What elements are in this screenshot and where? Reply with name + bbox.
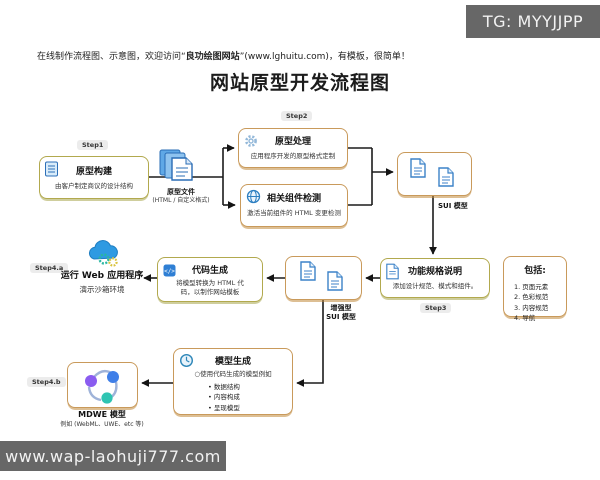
node-title: 原型处理 — [274, 137, 311, 147]
node-title: 原型构建 — [75, 167, 112, 177]
gear-icon — [244, 133, 258, 152]
document-icon — [327, 271, 343, 295]
mdwe-cycle-icon — [80, 365, 126, 411]
node-subtitle: 激活当前组件的 HTML 变更检测 — [247, 209, 341, 217]
file-format-text: (HTML / 自定义格式) — [152, 197, 210, 205]
model-gen-item: 数据结构 — [208, 382, 292, 392]
document-icon — [300, 261, 316, 285]
step2-label: Step2 — [281, 111, 313, 121]
cycle-clock-icon — [179, 353, 194, 372]
prototype-file-label: 原型文件 (HTML / 自定义格式) — [143, 188, 219, 205]
sui-model-label: SUI 模型 — [438, 202, 468, 210]
code-icon: </> — [163, 262, 176, 281]
node-includes: 包括: 1. 页面元素 2. 色彩规范 3. 内容规范 4. 导航 — [503, 256, 567, 322]
file-label-text: 原型文件 — [167, 188, 195, 196]
tg-watermark-badge: TG: MYYJJPP — [466, 5, 600, 38]
page-title: 网站原型开发流程图 — [209, 72, 390, 94]
node-title: 包括: — [524, 266, 546, 276]
node-sui-model — [397, 152, 472, 196]
node-component-check: 相关组件检测 激活当前组件的 HTML 变更检测 — [240, 184, 348, 227]
node-func-spec: 功能规格说明 添加设计规范、模式和组件。 — [380, 258, 490, 298]
include-item: 1. 页面元素 — [514, 283, 549, 291]
promo-site-name: 良功绘图网站 — [185, 52, 240, 62]
model-gen-item: 呈现模型 — [208, 403, 292, 413]
promo-prefix: 在线制作流程图、示意图，欢迎访问“ — [37, 52, 186, 62]
step1-label: Step1 — [77, 140, 109, 150]
node-subtitle: ○使用代码生成的模型例如 — [194, 370, 272, 378]
cloud-gears-icon — [84, 237, 124, 273]
document-icon — [410, 158, 426, 182]
node-title: 代码生成 — [191, 266, 228, 276]
step4b-label: Step4.b — [27, 377, 66, 387]
svg-text:</>: </> — [164, 268, 175, 275]
file-stack-icon — [156, 149, 202, 193]
node-title: 模型生成 — [214, 357, 251, 367]
node-subtitle: 添加设计规范、模式和组件。 — [392, 282, 478, 290]
node-model-gen: 模型生成 ○使用代码生成的模型例如 数据结构 内容构成 呈现模型 — [173, 348, 293, 415]
notepad-icon — [45, 161, 58, 181]
include-item: 4. 导航 — [514, 314, 536, 323]
enhanced-sui-label: 增强型 SUI 模型 — [326, 304, 356, 322]
document-icon — [386, 263, 399, 284]
node-subtitle: 由客户制定商议的设计结构 — [55, 182, 133, 190]
include-item: 3. 内容规范 — [514, 303, 549, 312]
node-subtitle: 将模型转换为 HTML 代码，以制作网站模板 — [176, 279, 244, 297]
document-icon — [438, 167, 454, 191]
step3-label: Step3 — [420, 303, 452, 313]
site-watermark-badge: www.wap-laohuji777.com — [0, 441, 226, 471]
model-gen-item: 内容构成 — [208, 392, 292, 402]
promo-suffix: ”(www.lghuitu.com)，有模板，很简单！ — [239, 52, 410, 62]
globe-icon — [246, 189, 261, 208]
node-mdwe — [67, 362, 138, 408]
node-prototype-build: 原型构建 由客户制定商议的设计结构 — [39, 156, 149, 199]
include-item: 2. 色彩规范 — [514, 293, 549, 302]
node-code-gen: </> 代码生成 将模型转换为 HTML 代码，以制作网站模板 — [157, 257, 263, 302]
node-title: 功能规格说明 — [407, 267, 462, 277]
node-prototype-process: 原型处理 应用程序开发的原型格式定制 — [238, 128, 348, 168]
mdwe-label: MDWE 模型 例如 (WebML、UWE、etc 等) — [60, 410, 144, 429]
node-enhanced-sui — [285, 256, 362, 300]
step4a-label: Step4.a — [30, 263, 69, 273]
node-subtitle: 应用程序开发的原型格式定制 — [250, 152, 336, 160]
node-title: 相关组件检测 — [266, 194, 321, 204]
promo-line: 在线制作流程图、示意图，欢迎访问“良功绘图网站”(www.lghuitu.com… — [37, 49, 410, 62]
run-web-label: 运行 Web 应用程序 演示沙箱环境 — [60, 271, 144, 294]
